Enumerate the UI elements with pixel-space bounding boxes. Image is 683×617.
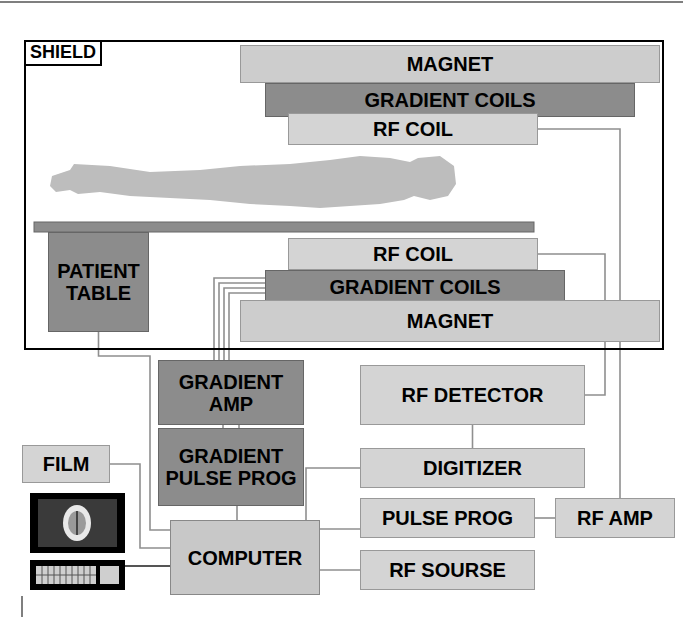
pulse-program-box: PULSE PROG (360, 498, 535, 538)
frame-line (21, 596, 23, 617)
table-top (34, 222, 534, 232)
connector-wire (236, 506, 238, 520)
keyboard-keys (100, 566, 119, 584)
connector (535, 518, 555, 519)
shield-enclosure: SHIELD MAGNET GRADIENT COILS RF COIL PATIENT… (24, 40, 664, 350)
patient-silhouette (50, 156, 456, 208)
box-label: RF SOURSE (385, 557, 510, 583)
connector-wire (472, 425, 474, 448)
connector (472, 425, 473, 448)
gradient-coil-block: GRADIENT COILS (265, 83, 635, 117)
box-label: PULSE PROG (378, 505, 517, 531)
magnet-block: MAGNET (240, 45, 660, 83)
box-label: MAGNET (403, 308, 498, 334)
box-label: GRADIENT AMP (159, 369, 303, 417)
patient-table: PATIENT TABLE (48, 232, 149, 332)
monitor-cable (125, 565, 170, 567)
keyboard-keys (36, 566, 96, 584)
box-label: PATIENT TABLE (49, 258, 148, 306)
box-label: GRADIENT PULSE PROG (159, 443, 303, 491)
monitor-screen (38, 499, 117, 547)
connector (320, 570, 360, 571)
box-label: RF COIL (369, 116, 457, 142)
brain-image (63, 505, 91, 541)
detector-box: RF DETECTOR (360, 365, 585, 425)
box-label: DIGITIZER (419, 455, 526, 481)
brain-image (68, 511, 86, 535)
connector-wire (535, 517, 555, 519)
box-label: GRADIENT COILS (325, 274, 504, 300)
connector (237, 506, 238, 520)
pulse-program-box: GRADIENT PULSE PROG (158, 428, 304, 506)
gradient-coil-block: GRADIENT COILS (265, 270, 565, 304)
key-stroke (36, 575, 96, 576)
connector-wire (320, 569, 360, 571)
box-label: FILM (39, 451, 94, 477)
digitizer-box: DIGITIZER (360, 448, 585, 488)
connector (320, 529, 360, 530)
rf-coil-block: RF COIL (288, 113, 538, 145)
amplifier-box: GRADIENT AMP (158, 360, 304, 425)
brain-image (76, 511, 78, 535)
box-label: GRADIENT COILS (360, 87, 539, 113)
box-label: MAGNET (403, 51, 498, 77)
amplifier-box: RF AMP (555, 498, 675, 538)
keyboard (30, 560, 125, 590)
enclosure-title: SHIELD (26, 42, 102, 66)
rf-coil-block: RF COIL (288, 238, 538, 270)
source-box: RF SOURSE (360, 550, 535, 590)
box-label: RF COIL (369, 241, 457, 267)
box-label: COMPUTER (184, 545, 306, 571)
film-box: FILM (22, 445, 110, 483)
computer-box: COMPUTER (170, 520, 320, 595)
connector (306, 468, 360, 520)
frame-line (0, 1, 683, 3)
box-label: RF AMP (573, 505, 657, 531)
box-label: RF DETECTOR (398, 382, 548, 408)
connector-wire (306, 468, 360, 520)
magnet-block: MAGNET (240, 300, 660, 342)
connector-wire (320, 528, 360, 530)
keyboard-keys (36, 566, 96, 584)
monitor (30, 493, 125, 553)
